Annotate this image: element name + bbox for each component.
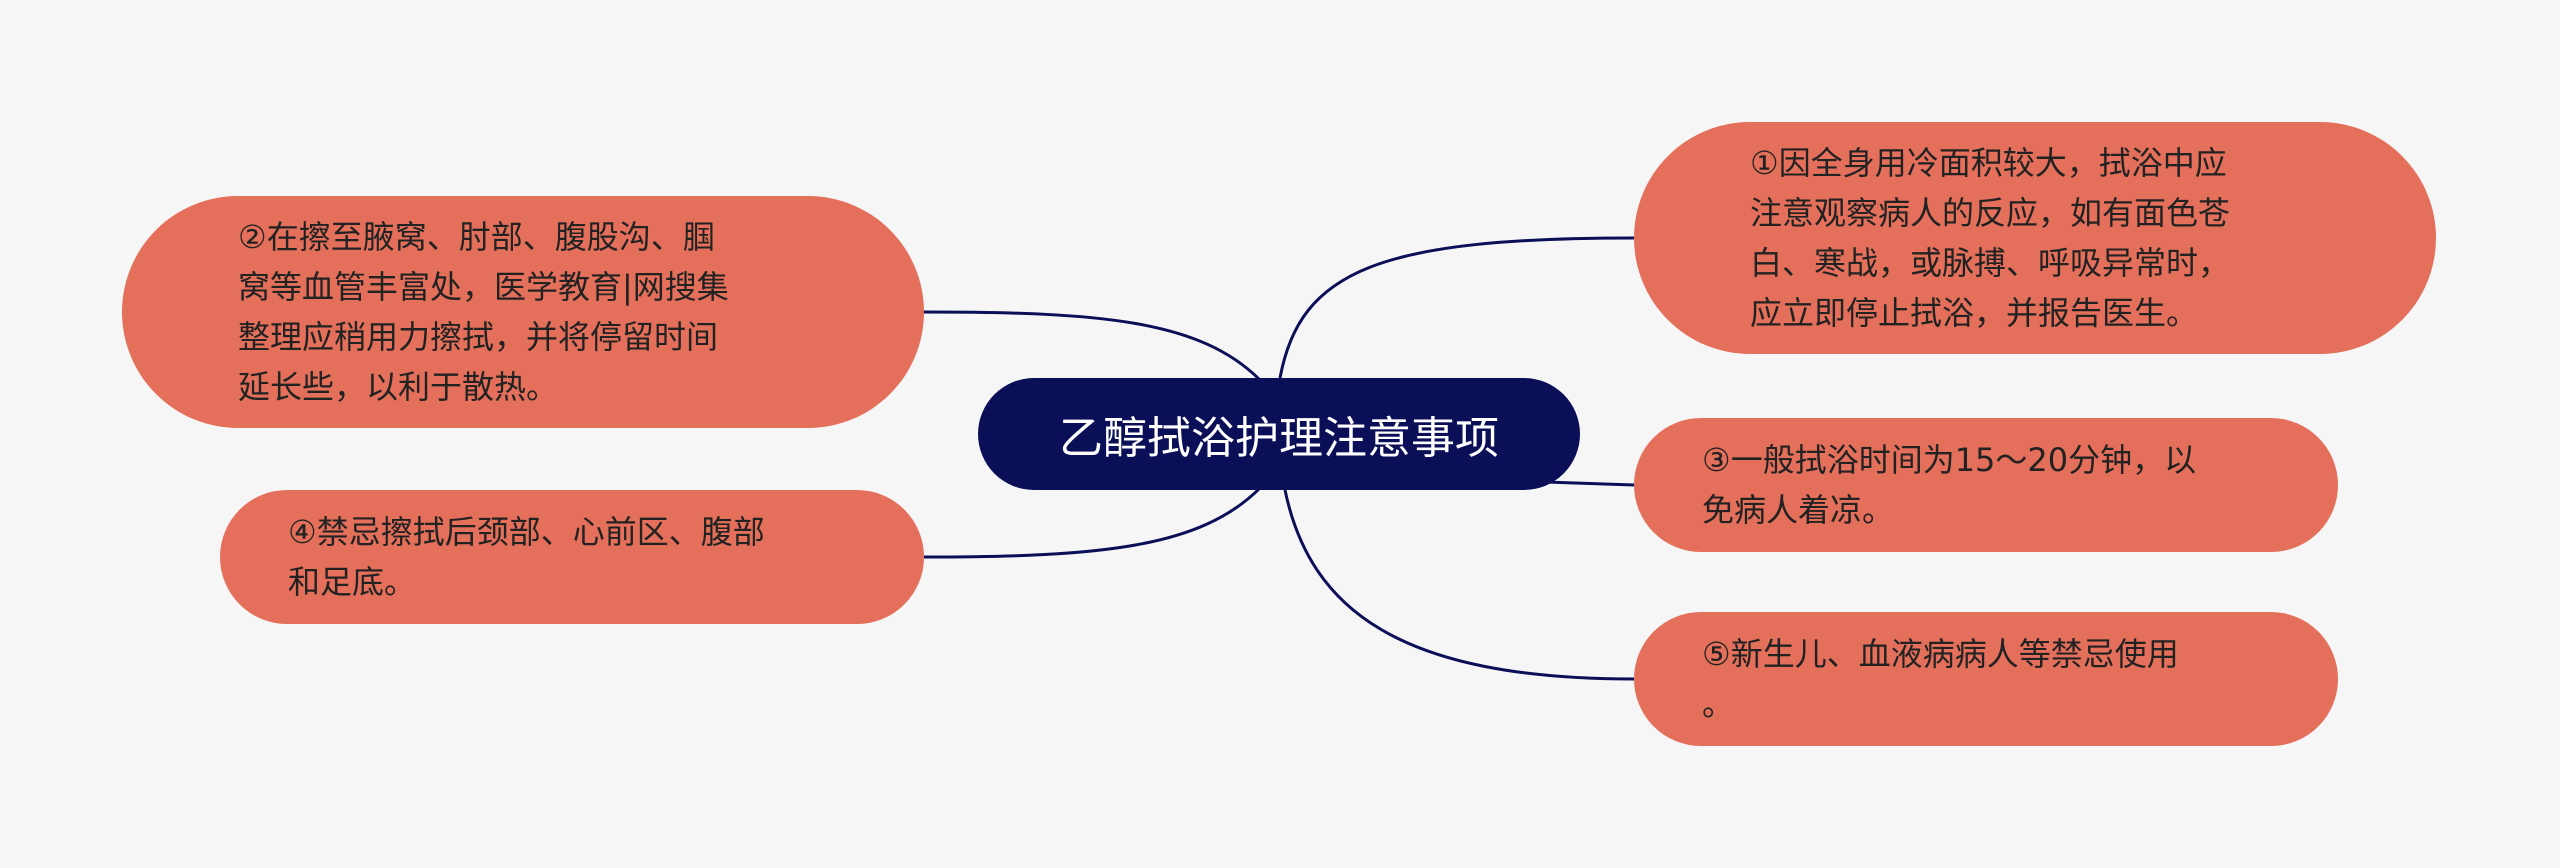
- connector-n2: [923, 310, 1262, 382]
- branch-node-1[interactable]: ①因全身用冷面积较大，拭浴中应 注意观察病人的反应，如有面色苍 白、寒战，或脉搏…: [1634, 122, 2436, 354]
- connector-n5: [1283, 489, 1635, 681]
- root-topic[interactable]: 乙醇拭浴护理注意事项: [978, 378, 1580, 490]
- connector-n4: [923, 486, 1262, 559]
- branch-node-4[interactable]: ④禁忌擦拭后颈部、心前区、腹部 和足底。: [220, 490, 924, 624]
- branch-node-3[interactable]: ③一般拭浴时间为15～20分钟，以 免病人着凉。: [1634, 418, 2338, 552]
- connector-n1: [1278, 236, 1635, 379]
- connector-n3: [1544, 480, 1635, 487]
- branch-node-5[interactable]: ⑤新生儿、血液病病人等禁忌使用 。: [1634, 612, 2338, 746]
- branch-node-2[interactable]: ②在擦至腋窝、肘部、腹股沟、腘 窝等血管丰富处，医学教育|网搜集 整理应稍用力擦…: [122, 196, 924, 428]
